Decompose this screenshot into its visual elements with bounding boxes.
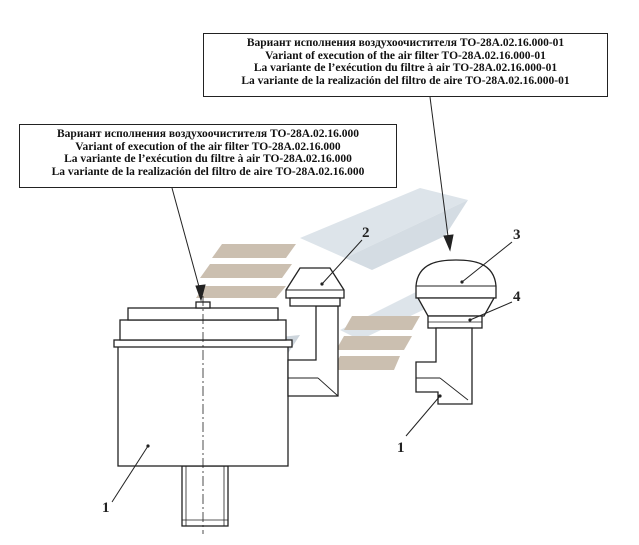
- outlet-pipe: [181, 465, 229, 527]
- callout-variant-01: Вариант исполнения воздухоочистителя ТО-…: [203, 33, 608, 97]
- part-label-1-left: 1: [102, 500, 110, 516]
- left-air-filter: [113, 267, 345, 534]
- watermark-stripe: [212, 244, 296, 258]
- elbow-pipe: [415, 327, 473, 405]
- watermark-stripe: [344, 316, 420, 330]
- arrowhead: [195, 284, 206, 302]
- watermark-stripe: [196, 286, 286, 298]
- part-label-1-right: 1: [397, 440, 405, 456]
- arrowhead: [443, 234, 454, 252]
- cap-taper: [416, 297, 496, 317]
- part-label-2: 2: [362, 225, 370, 241]
- callout-line-es: La variante de la realización del filtro…: [51, 165, 365, 178]
- callout-variant-base: Вариант исполнения воздухоочистителя ТО-…: [19, 124, 397, 188]
- callout-line-ru: Вариант исполнения воздухоочистителя ТО-…: [246, 37, 565, 49]
- callout-line-es: La variante de la realización del filtro…: [241, 74, 570, 87]
- cap-ring: [289, 297, 341, 307]
- callout-line-ru: Вариант исполнения воздухоочистителя ТО-…: [57, 128, 359, 140]
- part-label-4: 4: [513, 289, 521, 305]
- callout-line-fr: La variante de l’exécution du filtre à a…: [253, 62, 558, 75]
- watermark-logo: [196, 188, 468, 378]
- elbow-pipe: [287, 305, 339, 397]
- leader-lines: [111, 96, 513, 503]
- watermark-chevron-large: [300, 188, 468, 258]
- dome-cap: [415, 259, 497, 299]
- watermark-stripe: [200, 264, 292, 278]
- right-air-filter: [415, 259, 497, 405]
- callout-line-en: Variant of execution of the air filter Т…: [265, 49, 546, 62]
- inlet-cap: [285, 267, 345, 299]
- part-label-3: 3: [513, 227, 521, 243]
- callout-line-fr: La variante de l’exécution du filtre à a…: [64, 153, 352, 166]
- callout-line-en: Variant of execution of the air filter Т…: [75, 140, 341, 153]
- watermark-chevron-large: [345, 200, 468, 270]
- watermark-stripe: [332, 356, 400, 370]
- watermark-stripe: [336, 336, 412, 350]
- leader-dots: [146, 280, 472, 448]
